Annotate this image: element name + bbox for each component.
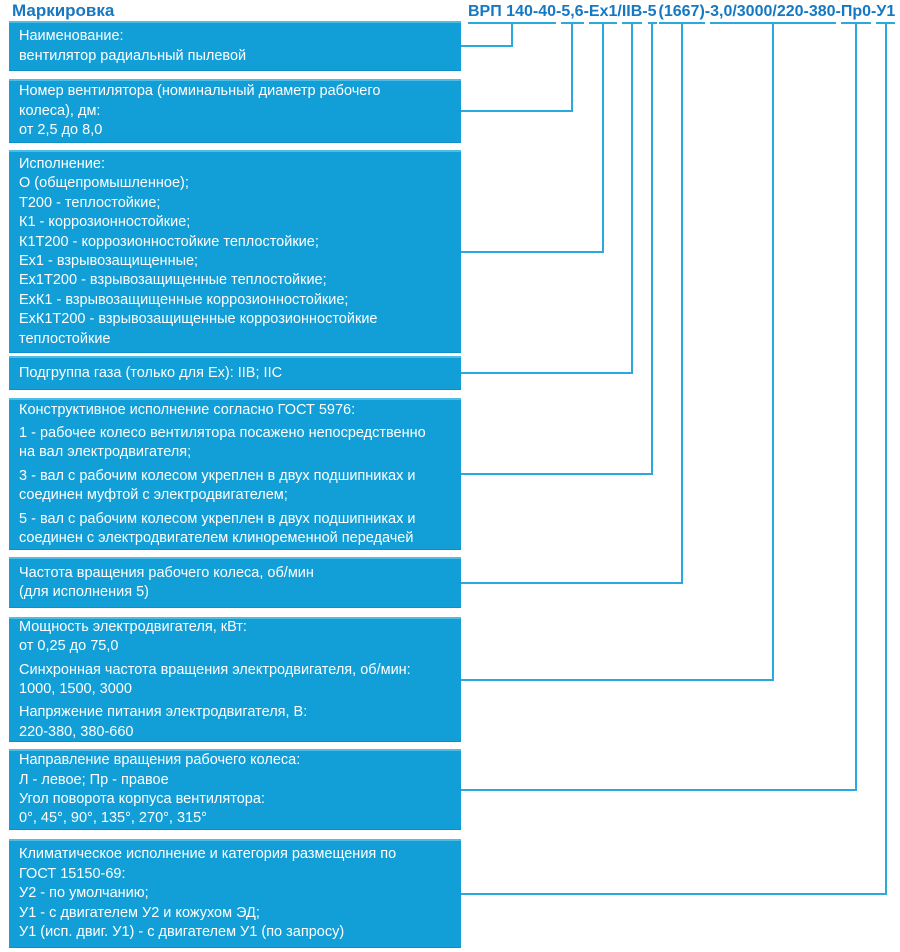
code-segment: У1 [876,3,896,24]
box-line: Подгруппа газа (только для Ex): IIB; IIC [19,364,283,381]
box-line: на вал электродвигателя; [19,444,192,461]
marking-box-design-version: Исполнение: О (общепромышленное); Т200 - т… [9,150,461,353]
connector-line [461,23,887,895]
marking-box-climatic-design: Климатическое исполнение и категория раз… [9,839,461,948]
box-paragraph: 1 - рабочее колесо вентилятора посажено … [19,424,453,463]
marking-box-gas-subgroup: Подгруппа газа (только для Ex): IIB; IIC [9,356,461,390]
marking-code: ВРП 140-40-5,6-Ex1/IIB-5(1667)-3,0/3000/… [468,3,896,24]
code-separator: - [556,3,562,20]
box-paragraph: Номер вентилятора (номинальный диаметр р… [19,82,453,140]
box-paragraph: Климатическое исполнение и категория раз… [19,845,453,942]
box-line: 3 - вал с рабочим колесом укреплен в дву… [19,467,416,484]
code-segment: Ex1 [588,3,618,24]
page-title: Маркировка [12,1,115,20]
marking-box-fan-number: Номер вентилятора (номинальный диаметр р… [9,79,461,143]
box-line: Исполнение: [19,155,106,172]
connector-line [461,23,604,253]
box-line: 5 - вал с рабочим колесом укреплен в дву… [19,510,416,527]
code-segment: 3,0/3000/220-380 [710,3,836,24]
box-line: колеса), дм: [19,102,101,119]
box-line: У2 - по умолчанию; [19,885,149,902]
box-line: от 2,5 до 8,0 [19,122,103,139]
code-segment: 5 [647,3,657,24]
box-line: 1000, 1500, 3000 [19,681,132,697]
code-segment: 5,6 [561,3,584,24]
box-line: О (общепромышленное); [19,175,189,192]
box-line: Т200 - теплостойкие; [19,194,161,211]
box-line: Напряжение питания электродвигателя, В: [19,704,308,721]
connector-line [461,23,683,584]
box-line: Направление вращения рабочего колеса: [19,752,301,769]
box-paragraph: Направление вращения рабочего колеса: Л -… [19,751,453,829]
box-line: ExК1 - взрывозащищенные коррозионностойк… [19,291,349,308]
code-segment: IIB [621,3,643,24]
box-paragraph: Частота вращения рабочего колеса, об/мин… [19,564,453,603]
box-line: Конструктивное исполнение согласно ГОСТ … [19,401,356,418]
box-line: У1 - с двигателем У2 и кожухом ЭД; [19,904,260,921]
connector-line [461,23,633,374]
connector-line [461,23,653,475]
connector-line [461,23,774,681]
marking-box-motor-parameters: Мощность электродвигателя, кВт: от 0,25 д… [9,617,461,742]
marking-box-impeller-speed: Частота вращения рабочего колеса, об/мин… [9,557,461,608]
box-line: вентилятор радиальный пылевой [19,47,247,64]
connector-line [461,23,513,47]
box-line: Синхронная частота вращения электродвига… [19,661,411,678]
box-paragraph: Исполнение: О (общепромышленное); Т200 - т… [19,155,453,349]
box-line: Угол поворота корпуса вентилятора: [19,791,265,807]
box-line: Наименование: [19,28,124,45]
box-line: Ex1Т200 - взрывозащищенные теплостойкие; [19,272,327,289]
box-line: 0°, 45°, 90°, 135°, 270°, 315° [19,810,207,827]
code-separator: - [835,3,841,20]
box-line: ГОСТ 15150-69: [19,865,126,882]
box-line: 220-380, 380-660 [19,723,134,740]
box-line: ExК1Т200 - взрывозащищенные коррозионнос… [19,311,378,328]
box-line: 1 - рабочее колесо вентилятора посажено … [19,424,426,441]
code-separator: - [583,3,589,20]
box-line: (для исполнения 5) [19,584,149,600]
marking-box-rotation-direction: Направление вращения рабочего колеса: Л -… [9,749,461,830]
box-paragraph: Мощность электродвигателя, кВт: от 0,25 д… [19,618,453,657]
box-line: Л - левое; Пр - правое [19,771,169,788]
code-segment: ВРП 140-40 [468,3,556,24]
connector-line [461,23,857,791]
box-line: теплостойкие [19,330,111,347]
box-line: Мощность электродвигателя, кВт: [19,618,247,635]
box-paragraph: Напряжение питания электродвигателя, В: 2… [19,703,453,741]
box-line: К1Т200 - коррозионностойкие теплостойкие… [19,233,319,250]
marking-box-structural-design: Конструктивное исполнение согласно ГОСТ … [9,398,461,550]
box-line: от 0,25 до 75,0 [19,638,119,655]
marking-box-name: Наименование: вентилятор радиальный пылев… [9,21,461,71]
code-separator: / [617,3,622,20]
box-paragraph: 5 - вал с рабочим колесом укреплен в дву… [19,510,453,549]
box-line: К1 - коррозионностойкие; [19,214,191,231]
code-segment: (1667) [658,3,705,24]
code-separator: - [704,3,711,20]
box-paragraph: Конструктивное исполнение согласно ГОСТ … [19,401,453,420]
box-line: Климатическое исполнение и категория раз… [19,846,397,863]
box-paragraph: Подгруппа газа (только для Ex): IIB; IIC [19,364,453,383]
box-paragraph: Синхронная частота вращения электродвига… [19,661,453,700]
box-line: соединен с электродвигателем клиноременн… [19,530,414,547]
connector-line [461,23,573,112]
box-line: У1 (исп. двиг. У1) - с двигателем У1 (по… [19,924,345,941]
code-separator: - [642,3,648,20]
code-separator: - [871,3,877,20]
box-line: соединен муфтой с электродвигателем; [19,487,288,504]
box-paragraph: 3 - вал с рабочим колесом укреплен в дву… [19,467,453,506]
box-line: Частота вращения рабочего колеса, об/мин [19,564,314,581]
box-line: Номер вентилятора (номинальный диаметр р… [19,83,381,100]
box-line: Ex1 - взрывозащищенные; [19,253,199,269]
box-paragraph: Наименование: вентилятор радиальный пылев… [19,27,453,66]
code-segment: Пр0 [840,3,872,24]
